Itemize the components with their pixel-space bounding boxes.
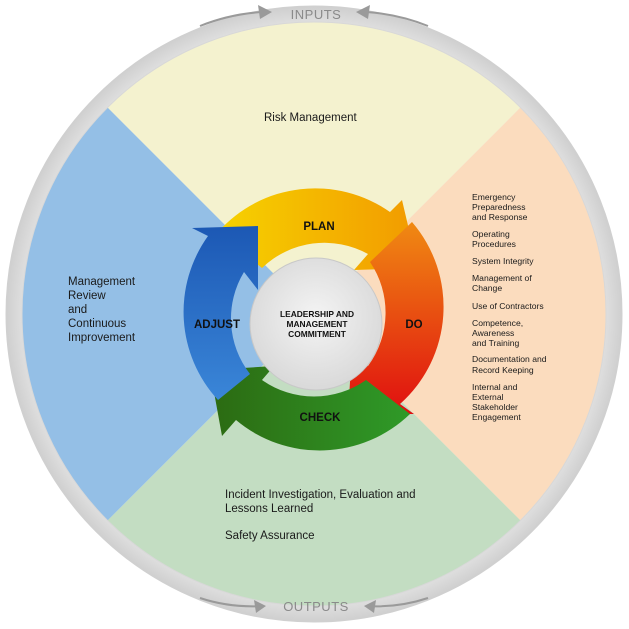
- left-line: and: [68, 304, 88, 316]
- adjust-arrow: [183, 226, 258, 400]
- left-line: Continuous: [68, 318, 127, 330]
- plan-label: PLAN: [303, 221, 335, 233]
- quadrant-bottom: [22, 314, 606, 606]
- outputs-label: OUTPUTS: [283, 599, 349, 614]
- safety-assurance-label: Safety Assurance: [225, 530, 315, 542]
- left-quadrant-text: Management Review and Continuous Improve…: [68, 275, 135, 345]
- quadrant-right: [314, 22, 606, 606]
- inputs-arrows: [199, 11, 429, 27]
- left-line: Review: [68, 290, 106, 302]
- do-label: DO: [405, 319, 423, 331]
- inputs-right-arrowhead: [356, 5, 370, 19]
- center-commitment-text: LEADERSHIP AND MANAGEMENT COMMITMENT: [280, 309, 354, 339]
- bottom-quadrant-text: Incident Investigation, Evaluation and L…: [225, 488, 455, 543]
- quadrant-left: [22, 22, 314, 606]
- do-item: System Integrity: [472, 256, 534, 267]
- inputs-label: INPUTS: [290, 7, 342, 22]
- bottom-line: Incident Investigation, Evaluation and: [225, 489, 416, 501]
- risk-management-label: Risk Management: [264, 112, 357, 124]
- check-arrow: [210, 366, 410, 451]
- check-label: CHECK: [299, 412, 341, 424]
- quadrant-top: [22, 22, 606, 314]
- plan-arrow: [218, 188, 418, 270]
- outputs-left-arrowhead: [254, 600, 266, 613]
- do-item: Use of Contractors: [472, 300, 544, 311]
- bottom-line: Lessons Learned: [225, 503, 314, 515]
- outputs-right-arrowhead: [364, 600, 376, 613]
- adjust-label: ADJUST: [193, 319, 240, 331]
- do-arrow: [348, 222, 444, 414]
- quadrants: [22, 22, 606, 606]
- inputs-left-arrowhead: [258, 5, 272, 19]
- cycle-arrows: [183, 188, 444, 451]
- center-disc: [249, 257, 383, 391]
- left-line: Improvement: [68, 332, 136, 344]
- left-line: Management: [68, 276, 136, 288]
